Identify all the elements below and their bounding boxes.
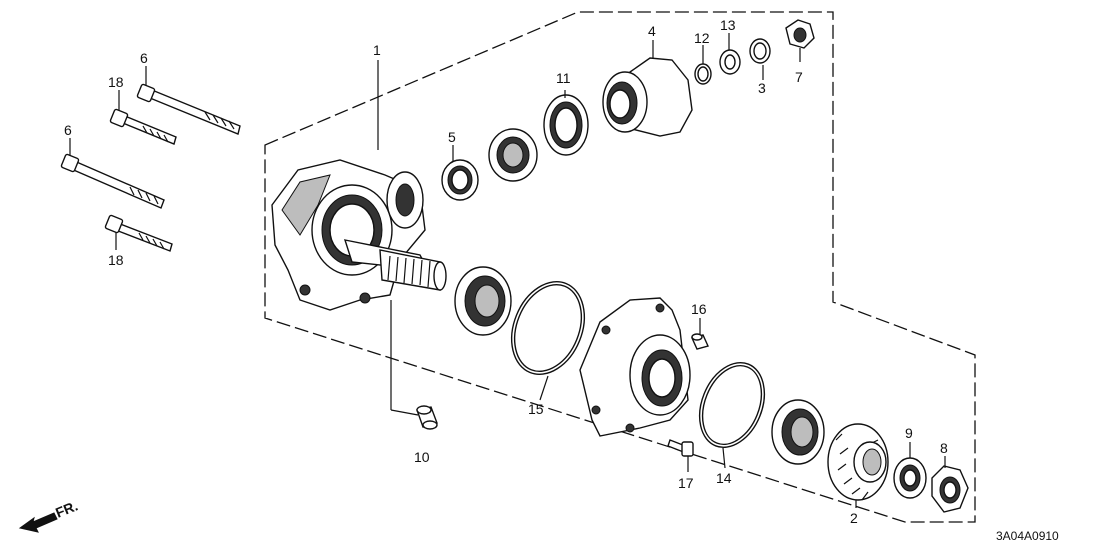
lower-bearing	[454, 266, 512, 336]
snap-ring-12	[694, 63, 712, 85]
callout-3: 3	[758, 80, 766, 96]
upper-bearing	[488, 128, 538, 182]
callout-11: 11	[556, 70, 571, 86]
assembly-boundary	[264, 11, 976, 523]
oil-seal-11	[543, 94, 589, 156]
callout-6-upper: 6	[140, 50, 148, 66]
callout-9: 9	[905, 425, 913, 441]
washer-3	[749, 38, 771, 64]
cover-4	[602, 57, 693, 137]
callout-15: 15	[528, 401, 544, 417]
callout-16: 16	[691, 301, 707, 317]
gear-bearing	[771, 399, 825, 465]
front-arrow: FR.	[18, 497, 80, 533]
leader-lines	[69, 33, 946, 508]
o-ring-14	[698, 361, 766, 449]
callout-1: 1	[373, 42, 381, 58]
callout-13: 13	[720, 17, 736, 33]
washer-9	[893, 457, 927, 499]
bolt-6-lower	[60, 153, 165, 209]
dowel-16	[691, 333, 709, 350]
transfer-housing	[271, 159, 447, 311]
lock-nut-7	[785, 19, 815, 49]
bushing-5	[441, 159, 479, 201]
callout-18-lower: 18	[108, 252, 124, 268]
bearing-holder	[579, 297, 691, 437]
o-ring-15	[511, 281, 585, 375]
callout-2: 2	[850, 510, 858, 526]
callout-14: 14	[716, 470, 732, 486]
callout-12: 12	[694, 30, 710, 46]
driven-gear-2	[827, 423, 889, 501]
bolt-18-upper	[109, 108, 177, 145]
callout-6-lower: 6	[64, 122, 72, 138]
bolt-17	[667, 439, 694, 457]
dowel-pin-10	[416, 405, 438, 430]
callout-17: 17	[678, 475, 694, 491]
callout-10: 10	[414, 449, 430, 465]
callout-7: 7	[795, 69, 803, 85]
front-label: FR.	[53, 497, 80, 520]
washer-13	[719, 49, 741, 75]
callout-18-upper: 18	[108, 74, 124, 90]
lock-nut-8	[931, 465, 969, 513]
callout-8: 8	[940, 440, 948, 456]
arrow-icon	[18, 512, 58, 533]
callout-5: 5	[448, 129, 456, 145]
callout-labels: 1 4 5 11 12 13 3 7 6 18 6 18 10 15 16 17…	[64, 17, 948, 526]
bolt-18-lower	[104, 214, 173, 252]
callout-4: 4	[648, 23, 656, 39]
diagram-code: 3A04A0910	[996, 529, 1059, 543]
bolt-6-upper	[136, 83, 241, 135]
